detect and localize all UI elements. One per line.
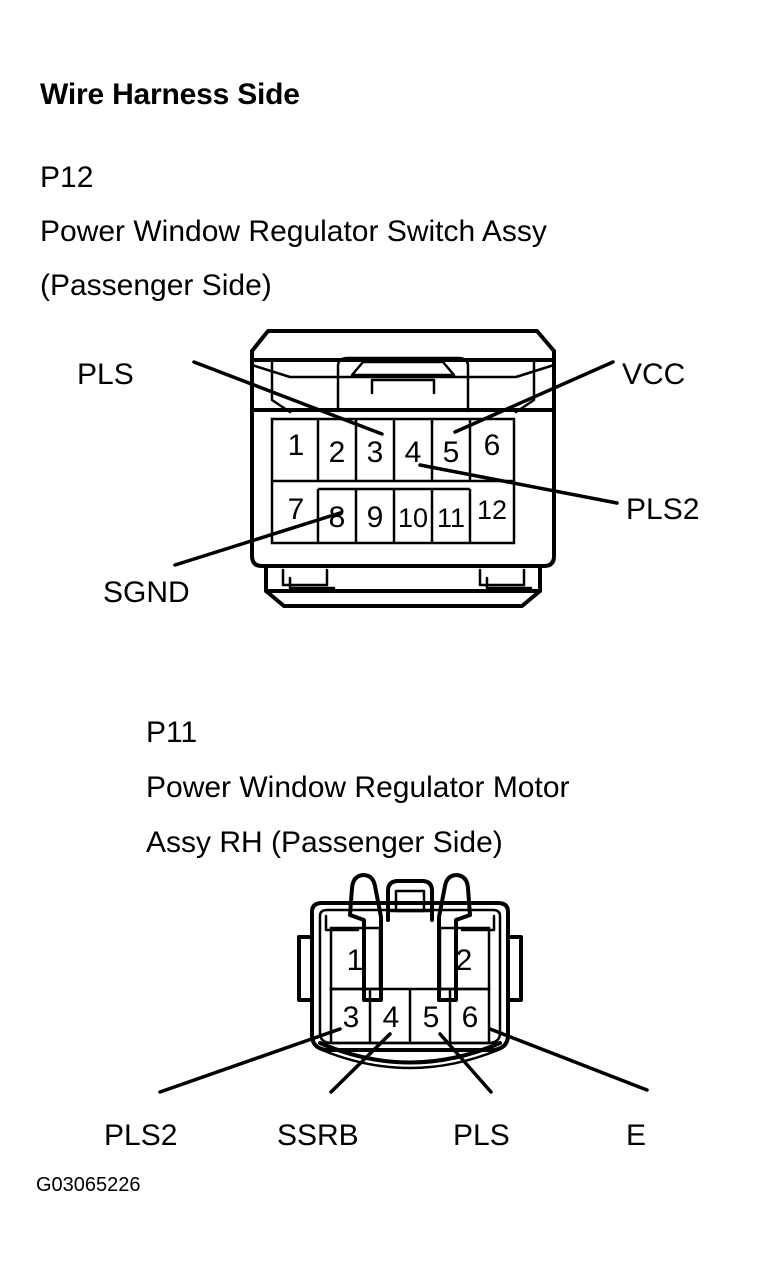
p11-pin-1: 1	[347, 944, 364, 977]
p11-leader-ssrb	[329, 1032, 392, 1094]
p12-leader-vcc	[453, 360, 615, 434]
p12-latch-outline	[336, 356, 470, 413]
p12-leader-pls	[192, 360, 384, 436]
p12-pin-7: 7	[288, 493, 305, 526]
p12-pin-6: 6	[484, 429, 501, 462]
connector-p12-name-line2: (Passenger Side)	[40, 269, 272, 302]
p12-bevel-top	[250, 363, 556, 379]
p11-pin-5: 5	[423, 1001, 440, 1034]
p12-signal-label-pls: PLS	[77, 358, 134, 391]
p12-leader-pls2	[418, 463, 619, 505]
p12-signal-label-pls2: PLS2	[626, 493, 699, 526]
p11-hook-left	[348, 873, 383, 1002]
p12-leader-sgnd	[173, 511, 342, 567]
p11-ear-left	[297, 935, 314, 1002]
figure-code: G03065226	[36, 1174, 141, 1196]
p12-bevel-inner	[270, 358, 536, 414]
p12-latch-bevel	[350, 360, 456, 377]
p12-shoulder-sides	[250, 349, 556, 412]
p12-latch-slot	[370, 378, 436, 395]
p11-pin-6: 6	[462, 1001, 479, 1034]
connector-p11-code: P11	[146, 716, 197, 749]
connector-p11-name-line1: Power Window Regulator Motor	[146, 771, 570, 804]
p12-pin-9: 9	[367, 501, 384, 534]
p11-signal-label-ssrb: SSRB	[277, 1119, 359, 1152]
p12-pin-11: 11	[437, 503, 465, 533]
connector-p12-housing: 1 2 3 4 5 6 7 8 9 10 11 12	[250, 329, 556, 608]
p11-leader-e	[488, 1027, 649, 1092]
p11-pin-4: 4	[383, 1001, 400, 1034]
p12-base-foot	[264, 589, 542, 608]
p12-base-tab-left-detail	[288, 576, 336, 590]
page-title: Wire Harness Side	[40, 78, 300, 111]
p12-pin-3: 3	[367, 436, 384, 469]
connector-p11-name-line2: Assy RH (Passenger Side)	[146, 826, 503, 859]
p11-notch-left	[324, 914, 360, 932]
connector-p11-housing: 1 2 3 4 5 6	[297, 873, 523, 1070]
p11-bottom-arc-inner	[320, 1048, 500, 1070]
p12-base-skirt	[264, 564, 542, 593]
p11-ear-right	[506, 935, 523, 1002]
p11-signal-label-pls2: PLS2	[104, 1119, 177, 1152]
p11-leader-pls	[438, 1032, 493, 1094]
p11-latch-bracket	[386, 879, 434, 922]
p12-pin-8: 8	[329, 501, 346, 534]
p12-pin-1: 1	[288, 429, 305, 462]
p11-pin-3: 3	[343, 1001, 360, 1034]
p12-base-tab-right-detail	[485, 576, 533, 590]
connector-p12-name-line1: Power Window Regulator Switch Assy	[40, 215, 547, 248]
p12-main-body	[250, 408, 556, 568]
connector-p12-code: P12	[40, 161, 93, 194]
p11-signal-label-pls: PLS	[453, 1119, 510, 1152]
p12-signal-label-vcc: VCC	[622, 358, 685, 391]
p12-base-tab-left	[281, 568, 329, 587]
p11-pin-2: 2	[456, 944, 473, 977]
p11-bottom-arc	[318, 1041, 502, 1065]
p12-pin-12: 12	[477, 495, 507, 525]
p12-pin-5: 5	[443, 436, 460, 469]
p11-notch-right	[460, 914, 496, 932]
p12-signal-label-sgnd: SGND	[103, 576, 190, 609]
p11-hook-right	[437, 873, 472, 1002]
p11-signal-label-e: E	[626, 1119, 646, 1152]
p12-base-tab-right	[478, 568, 526, 587]
p11-leader-pls2	[158, 1027, 342, 1094]
p12-top-cap	[250, 329, 556, 362]
p12-pin-4: 4	[405, 436, 422, 469]
p12-pin-10: 10	[398, 503, 428, 533]
p12-pin-2: 2	[329, 436, 346, 469]
